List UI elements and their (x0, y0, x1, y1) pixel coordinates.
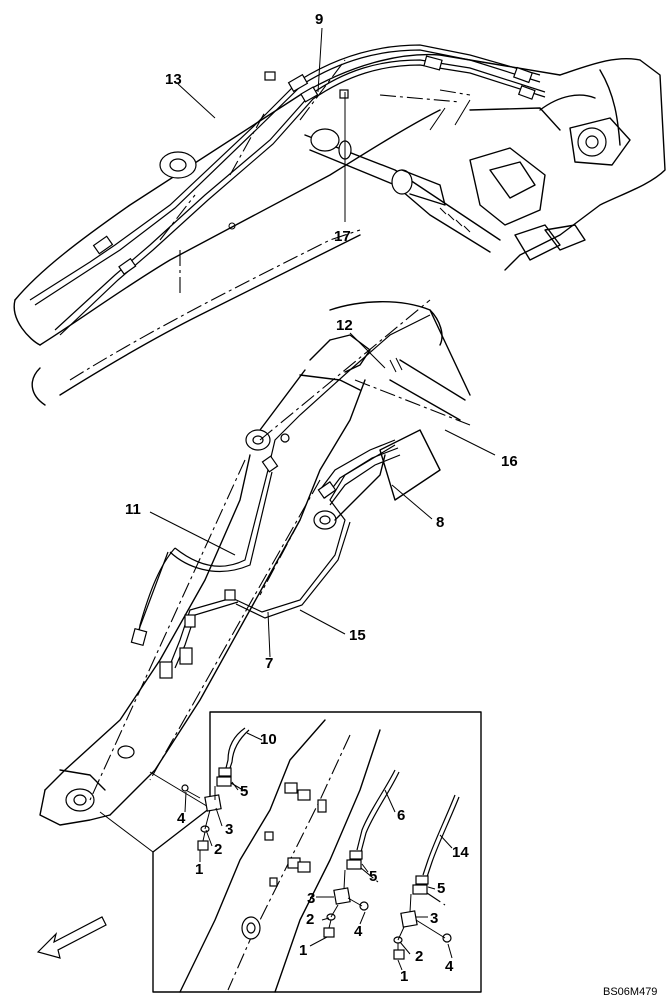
leader-lines-detail (184, 732, 453, 971)
callout-5-b: 5 (369, 868, 377, 885)
callout-2-a: 2 (214, 841, 222, 858)
detail-inset (99, 711, 482, 993)
callout-3-a: 3 (225, 821, 233, 838)
leader-lines-middle (149, 332, 496, 658)
hose-lines-upper (29, 44, 546, 336)
callout-11: 11 (125, 501, 141, 518)
callout-1-a: 1 (195, 861, 203, 878)
callout-2-b: 2 (306, 911, 314, 928)
arm-section (39, 299, 471, 826)
callout-4-c: 4 (445, 958, 454, 975)
callout-16: 16 (501, 453, 518, 470)
leader-lines-top (177, 27, 346, 222)
drawing-code: BS06M479 (603, 986, 657, 998)
front-direction-arrow-icon (36, 916, 107, 959)
callout-15: 15 (349, 627, 366, 644)
callout-14: 14 (452, 844, 469, 861)
callout-2-c: 2 (415, 948, 423, 965)
callout-3-b: 3 (307, 890, 315, 907)
callout-17: 17 (334, 228, 351, 245)
callout-6: 6 (397, 807, 405, 824)
callout-5-c: 5 (437, 880, 445, 897)
callout-4-b: 4 (354, 923, 363, 940)
callout-7: 7 (265, 655, 273, 672)
callout-9: 9 (315, 11, 323, 28)
callout-5-a: 5 (240, 783, 248, 800)
callout-3-c: 3 (430, 910, 438, 927)
detail-fittings (181, 727, 460, 960)
callout-10: 10 (260, 731, 277, 748)
callout-13: 13 (165, 71, 182, 88)
boom-upper-section (13, 53, 666, 406)
callout-12: 12 (336, 317, 353, 334)
hose-lines-arm (130, 314, 431, 679)
callout-8: 8 (436, 514, 444, 531)
callout-1-c: 1 (400, 968, 408, 985)
callout-1-b: 1 (299, 942, 307, 959)
callout-4-a: 4 (177, 810, 186, 827)
